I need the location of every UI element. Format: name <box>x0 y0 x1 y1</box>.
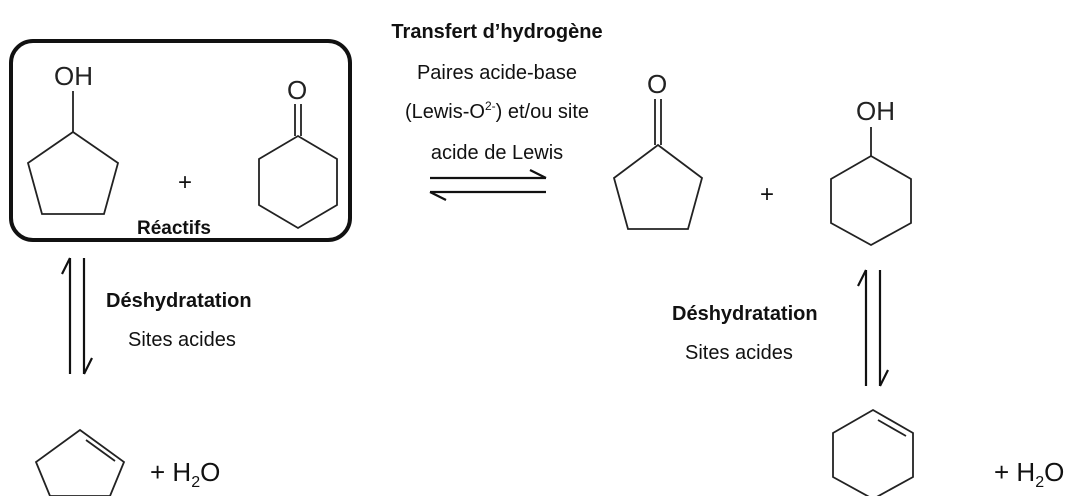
plus-sign-reactants: + <box>178 169 192 196</box>
top-reaction-line3: acide de Lewis <box>431 142 563 164</box>
cyclopentene <box>34 428 126 496</box>
water-right-suffix: O <box>1044 457 1064 487</box>
right-dehydration-subtitle: Sites acides <box>685 342 793 364</box>
horizontal-equilibrium-arrow <box>429 169 547 201</box>
water-right-subscript: 2 <box>1035 474 1044 491</box>
right-dehydration-title: Déshydratation <box>672 303 818 325</box>
water-left: + H2O <box>150 457 220 491</box>
cyclopentanone <box>612 99 704 230</box>
line2-prefix: (Lewis-O <box>405 101 485 123</box>
cyclohexene <box>832 408 914 496</box>
water-left-prefix: + H <box>150 457 191 487</box>
atom-oh-left: OH <box>54 61 93 91</box>
right-vertical-equilibrium-arrow <box>857 269 889 387</box>
water-right-prefix: + H <box>994 457 1035 487</box>
top-reaction-line1: Paires acide-base <box>417 62 577 84</box>
plus-sign-products: + <box>760 181 774 208</box>
atom-oh-right: OH <box>856 96 895 126</box>
cyclopentanol <box>26 91 120 215</box>
atom-o-cyclopentanone: O <box>647 69 667 99</box>
cyclohexanol <box>830 127 912 247</box>
water-right: + H2O <box>994 457 1064 491</box>
line2-suffix: ) et/ou site <box>496 101 589 123</box>
reactants-box <box>9 39 352 242</box>
top-reaction-title: Transfert d’hydrogène <box>391 21 602 43</box>
left-dehydration-subtitle: Sites acides <box>128 329 236 351</box>
cyclohexanone <box>258 104 338 230</box>
reactants-label: Réactifs <box>137 218 211 239</box>
water-left-subscript: 2 <box>191 474 200 491</box>
line2-superscript: 2- <box>485 99 496 113</box>
top-reaction-line2: (Lewis-O2-) et/ou site <box>405 99 589 123</box>
left-vertical-equilibrium-arrow <box>61 257 93 375</box>
atom-o-cyclohexanone: O <box>287 75 307 105</box>
water-left-suffix: O <box>200 457 220 487</box>
left-dehydration-title: Déshydratation <box>106 290 252 312</box>
